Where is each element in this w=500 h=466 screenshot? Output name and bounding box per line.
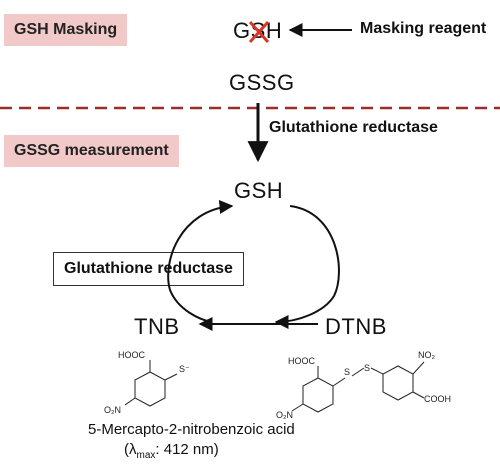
glutathione-reductase-top-label: Glutathione reductase — [269, 119, 438, 136]
lambda-prefix: (λ — [124, 441, 137, 458]
dtnb-cooh-right: COOH — [424, 394, 451, 404]
dtnb-cooh-left: HOOC — [288, 356, 316, 366]
lambda-sub: max — [136, 450, 156, 461]
tnb-name-caption: 5-Mercapto-2-nitrobenzoic acid — [88, 421, 295, 438]
cycle-right-arc — [274, 205, 340, 329]
masked-gsh-h: H — [265, 18, 283, 43]
masked-gsh-g: G — [233, 18, 251, 43]
dtnb-label: DTNB — [325, 314, 387, 339]
dtnb-nitro-right: NO₂ — [418, 350, 436, 360]
masking-reagent-label: Masking reagent — [360, 20, 487, 37]
tnb-cooh: HOOC — [118, 350, 146, 360]
red-x-icon — [248, 20, 269, 44]
lambda-value: : 412 nm) — [155, 441, 219, 458]
dtnb-nitro-left: O₂N — [276, 410, 293, 420]
dtnb-structure — [291, 361, 425, 413]
cycle-left-arc — [167, 199, 234, 323]
gsh-masking-label: GSH Masking — [4, 14, 128, 46]
gssg-measurement-label: GSSG measurement — [4, 135, 179, 167]
tnb-thiolate: S⁻ — [179, 364, 190, 374]
tnb-lambda-caption: (λmax: 412 nm) — [124, 440, 219, 466]
masked-gsh-s: S — [248, 18, 269, 44]
gsh-label: GSH — [234, 178, 284, 203]
dtnb-sulfur-2: S — [364, 363, 370, 373]
gssg-label: GSSG — [229, 70, 295, 95]
tnb-label: TNB — [134, 314, 180, 339]
dtnb-sulfur-1: S — [344, 367, 350, 377]
tnb-nitro: O₂N — [104, 405, 121, 415]
masked-gsh: GSH — [233, 18, 282, 44]
tnb-structure — [124, 360, 178, 407]
glutathione-reductase-box: Glutathione reductase — [53, 252, 244, 286]
